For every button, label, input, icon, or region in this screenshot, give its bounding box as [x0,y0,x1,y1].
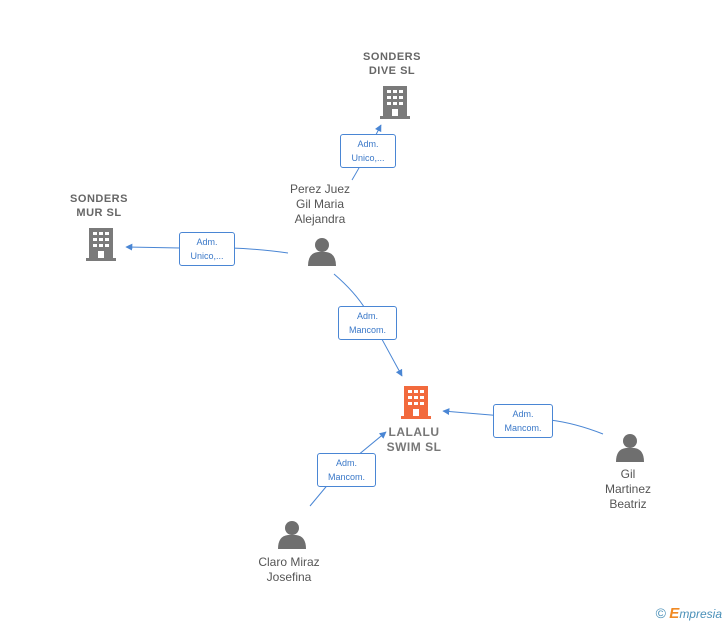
edge-label-role: Adm. [196,237,218,247]
edge-label-perez-mur[interactable]: Adm. Unico,... [179,232,235,266]
edge-label-role: Adm. [356,311,378,321]
edge-label-detail: Mancom. [348,325,386,335]
building-icon-lalalu-swim [401,386,431,419]
edge-label-detail: Mancom. [504,423,542,433]
person-label-perez[interactable]: Perez Juez Gil Maria Alejandra [289,182,351,226]
person-icon-perez [308,238,336,266]
company-label-lalalu-swim[interactable]: LALALU SWIM SL [386,425,442,454]
company-label-sonders-dive[interactable]: SONDERS DIVE SL [363,51,421,77]
person-icon-claro [278,521,306,549]
edge-label-detail: Unico,... [351,153,385,163]
edge-label-perez-lalalu[interactable]: Adm. Mancom. [338,306,397,340]
copyright-icon: © [655,605,666,621]
edge-label-perez-dive[interactable]: Adm. Unico,... [340,134,396,168]
company-label-sonders-mur[interactable]: SONDERS MUR SL [70,193,128,219]
person-label-claro[interactable]: Claro Miraz Josefina [258,555,320,584]
brand-name: mpresia [679,607,722,621]
edge-label-role: Adm. [512,409,534,419]
edge-label-role: Adm. [357,139,379,149]
person-label-gil[interactable]: Gil Martinez Beatriz [604,467,651,511]
edge-label-role: Adm. [335,458,357,468]
brand-initial: E [669,605,680,622]
building-icon-sonders-mur [86,228,116,261]
edge-label-detail: Unico,... [190,251,224,261]
edge-label-claro-lalalu[interactable]: Adm. Mancom. [317,453,376,487]
person-icon-gil [616,434,644,462]
edge-label-detail: Mancom. [327,472,365,482]
brand-watermark[interactable]: © Empresia [656,605,722,622]
building-icon-sonders-dive [380,86,410,119]
edge-label-gil-lalalu[interactable]: Adm. Mancom. [493,404,553,438]
